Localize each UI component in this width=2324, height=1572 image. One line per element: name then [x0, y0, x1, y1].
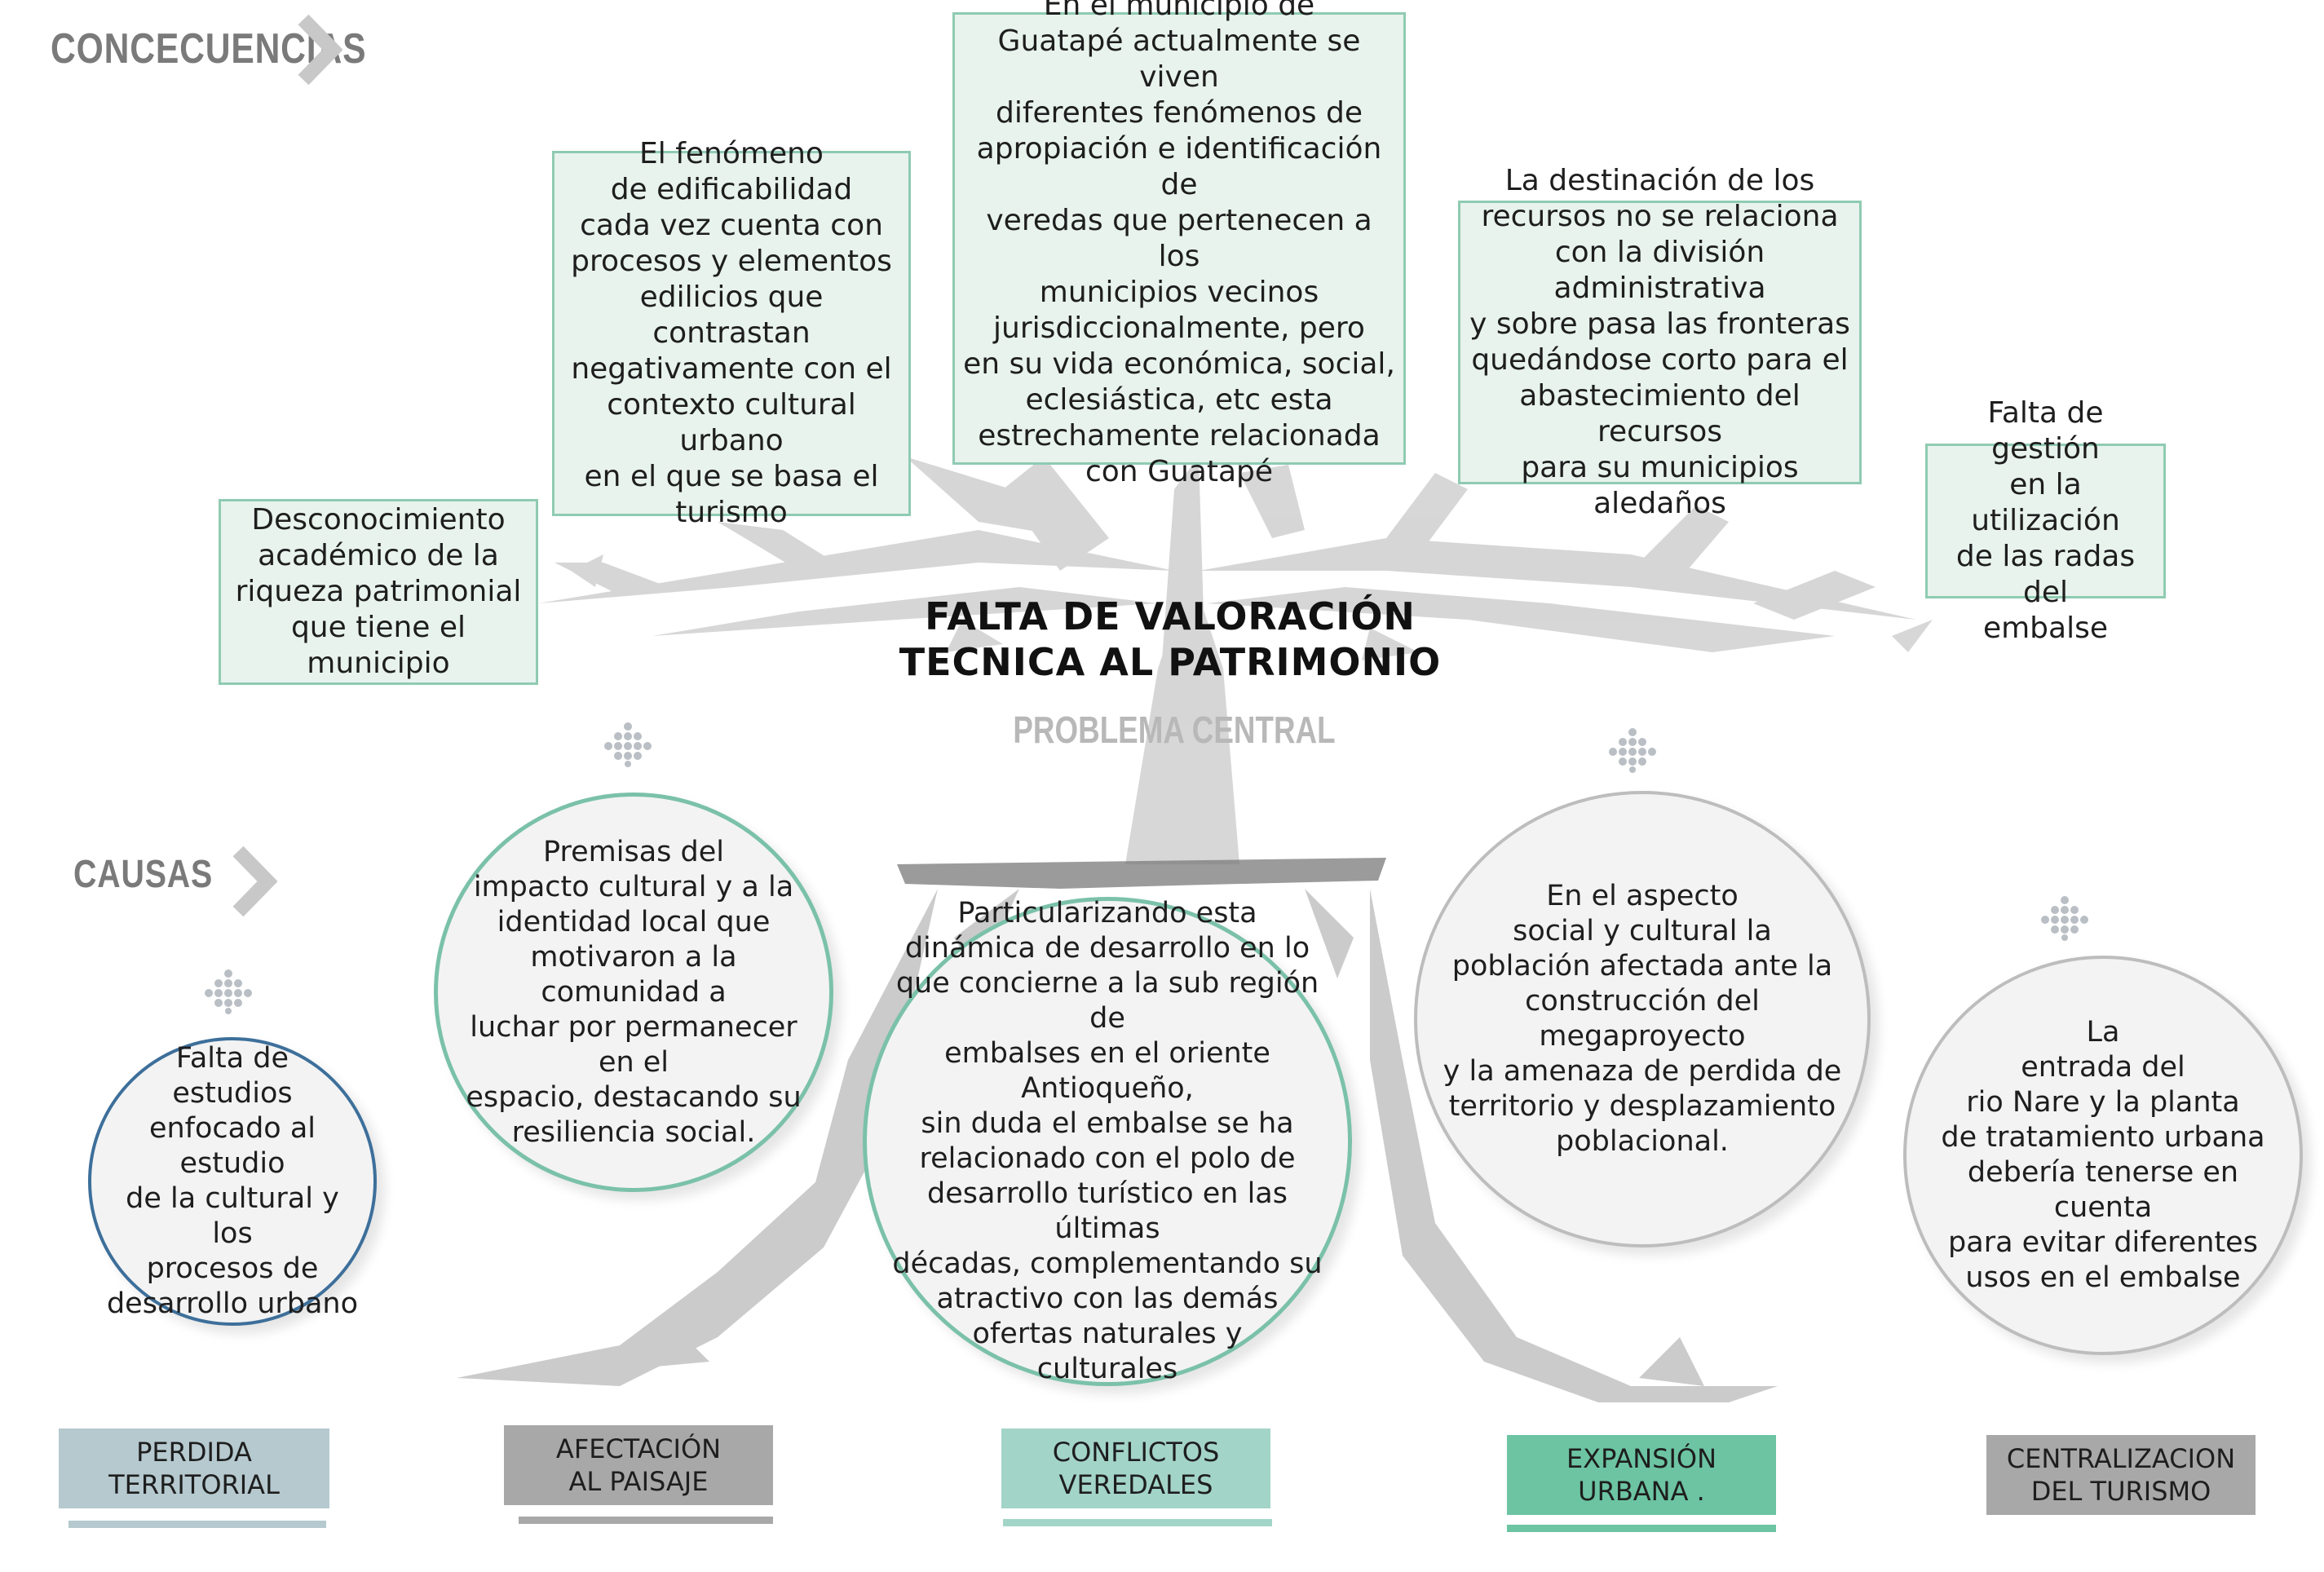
category-expansion-urbana: EXPANSIÓN URBANA .	[1507, 1435, 1776, 1515]
consequence-box-5: Falta de gestión en la utilización de la…	[1925, 396, 2166, 645]
category-underline	[519, 1517, 773, 1524]
cause-circle-2: Premisas del impacto cultural y a la ide…	[434, 793, 833, 1192]
chevron-right-icon	[232, 846, 277, 917]
causes-heading: CAUSAS	[73, 853, 214, 896]
category-afectacion-paisaje: AFECTACIÓN AL PAISAJE	[504, 1425, 773, 1505]
category-underline	[68, 1521, 326, 1528]
category-underline	[1507, 1525, 1776, 1532]
dots-decoration-icon	[604, 722, 652, 767]
consequence-box-3: En el municipio de Guatapé actualmente s…	[952, 0, 1406, 488]
category-centralizacion-turismo: CENTRALIZACION DEL TURISMO	[1986, 1435, 2256, 1515]
consequence-box-2: El fenómeno de edificabilidad cada vez c…	[552, 137, 911, 529]
consequence-box-1: Desconocimiento académico de la riqueza …	[219, 499, 538, 685]
category-underline	[1003, 1519, 1272, 1526]
cause-circle-5: La entrada del rio Nare y la planta de t…	[1903, 956, 2303, 1355]
cause-circle-4: En el aspecto social y cultural la pobla…	[1414, 791, 1871, 1247]
central-problem-title: FALTA DE VALORACIÓN TECNICA AL PATRIMONI…	[899, 594, 1442, 684]
dots-decoration-icon	[205, 969, 252, 1014]
dots-decoration-icon	[1609, 728, 1656, 773]
central-problem-label: PROBLEMA CENTRAL	[1013, 709, 1336, 751]
cause-circle-3: Particularizando esta dinámica de desarr…	[863, 897, 1352, 1386]
chevron-right-icon	[298, 14, 342, 86]
category-perdida-territorial: PERDIDA TERRITORIAL	[59, 1428, 329, 1508]
consequence-box-4: La destinación de los recursos no se rel…	[1458, 164, 1862, 520]
cause-circle-1: Falta de estudios enfocado al estudio de…	[88, 1037, 377, 1326]
dots-decoration-icon	[2041, 896, 2088, 941]
category-conflictos-veredales: CONFLICTOS VEREDALES	[1001, 1428, 1270, 1508]
